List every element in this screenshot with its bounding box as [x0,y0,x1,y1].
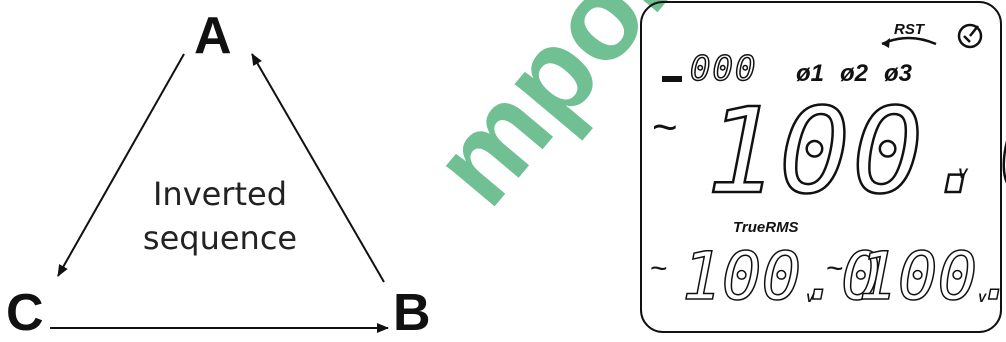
rst-arrow-icon [881,36,937,46]
small-counter: 000 [689,49,758,89]
vertex-a-label: A [194,7,232,65]
hold-icon: ▬ [662,65,682,87]
center-label-line1: Inverted [152,175,288,213]
vertex-b-label: B [393,284,431,342]
rst-label: RST [894,21,924,38]
lcd-frame [640,1,1002,333]
phase2-label: ø2 [840,60,869,87]
phase3-label: ø3 [884,60,913,87]
auto-power-icon [957,23,983,49]
vertex-c-label: C [6,284,44,342]
ac-symbol-right: ~ [826,252,844,285]
main-unit: V [958,165,968,181]
sub-unit-right: V [978,291,987,305]
center-label-line2: sequence [142,219,298,257]
ac-symbol-left: ~ [650,252,668,285]
true-rms-label: TrueRMS [733,219,799,236]
ac-symbol-main: ~ [652,103,678,152]
sub-unit-left: V [806,291,815,305]
sub-value-left: 100.0 [681,238,881,315]
phase1-label: ø1 [796,60,825,87]
arrow-a-to-c [57,53,185,277]
arrow-b-to-a [251,53,385,283]
main-value: 100.0 [705,82,1006,220]
sub-value-right: 100.0 [857,238,1006,315]
center-label: Inverted sequence [110,172,330,260]
